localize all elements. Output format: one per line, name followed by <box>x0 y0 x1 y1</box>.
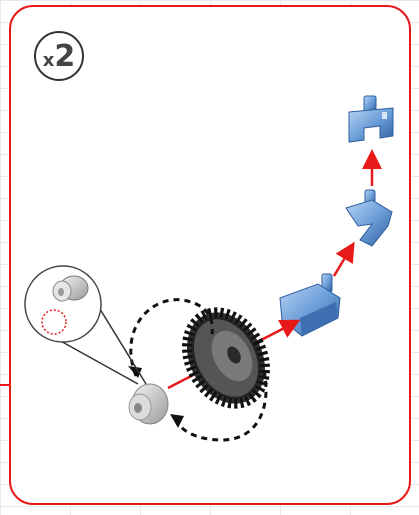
assembly-arrow <box>332 241 355 277</box>
quantity-prefix: x <box>42 49 55 71</box>
rotation-arrow-icon <box>174 369 268 442</box>
frame-connector-line <box>0 384 10 386</box>
gear-wheel <box>182 307 270 409</box>
angled-bracket-part <box>345 189 393 247</box>
detail-callout <box>24 265 147 385</box>
quantity-value: 2 <box>54 38 76 74</box>
axle-spacer <box>128 383 169 425</box>
rotation-arrow-icon <box>129 298 214 377</box>
axle-bracket-part <box>348 95 394 143</box>
